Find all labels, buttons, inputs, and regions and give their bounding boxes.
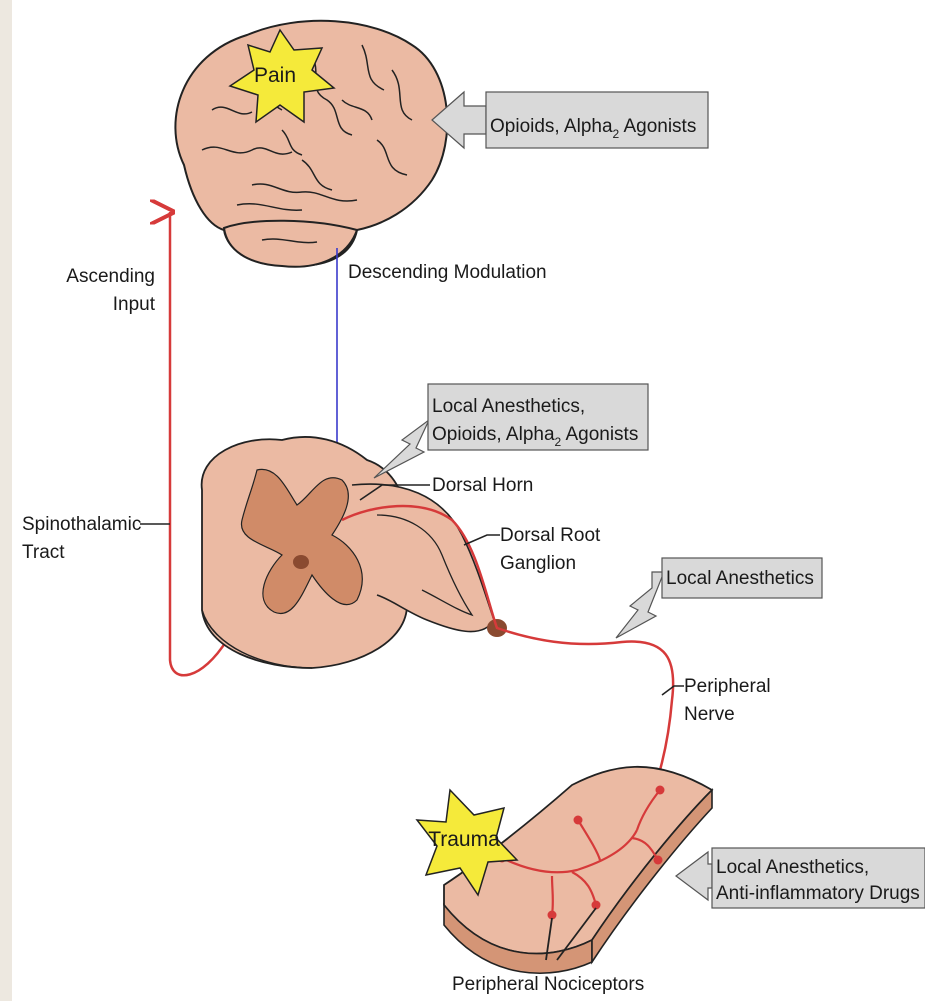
spinothalamic-label-2: Tract	[22, 542, 65, 563]
spinal-drug-text-1: Local Anesthetics,	[432, 396, 585, 417]
ascending-label-1: Ascending	[66, 266, 155, 287]
skin-drug-text-2: Anti-inflammatory Drugs	[716, 883, 920, 904]
nerve-drug-text: Local Anesthetics	[666, 568, 814, 589]
dorsal-horn-label: Dorsal Horn	[432, 475, 533, 496]
diagram-canvas: Pain Opioids, Alpha2 Agonists Ascending …	[12, 0, 925, 1001]
descending-label: Descending Modulation	[348, 262, 547, 283]
nerve-drug-callout: Local Anesthetics	[616, 558, 822, 638]
spinal-cord	[202, 437, 507, 668]
brain-drug-callout: Opioids, Alpha2 Agonists	[432, 92, 708, 148]
ascending-label-2: Input	[113, 294, 156, 315]
skin-drug-callout: Local Anesthetics, Anti-inflammatory Dru…	[676, 848, 925, 908]
drg-leader	[464, 535, 500, 545]
pain-label: Pain	[254, 64, 296, 87]
peripheral-label-2: Nerve	[684, 704, 735, 725]
peripheral-label-1: Peripheral	[684, 676, 771, 697]
trauma-label: Trauma	[428, 828, 500, 851]
nociceptors-label: Peripheral Nociceptors	[452, 974, 644, 995]
spinal-drug-callout: Local Anesthetics, Opioids, Alpha2 Agoni…	[374, 384, 648, 478]
drg-label-1: Dorsal Root	[500, 525, 601, 546]
skin-drug-text-1: Local Anesthetics,	[716, 857, 869, 878]
drg-label-2: Ganglion	[500, 553, 576, 574]
spinothalamic-label-1: Spinothalamic	[22, 514, 141, 535]
